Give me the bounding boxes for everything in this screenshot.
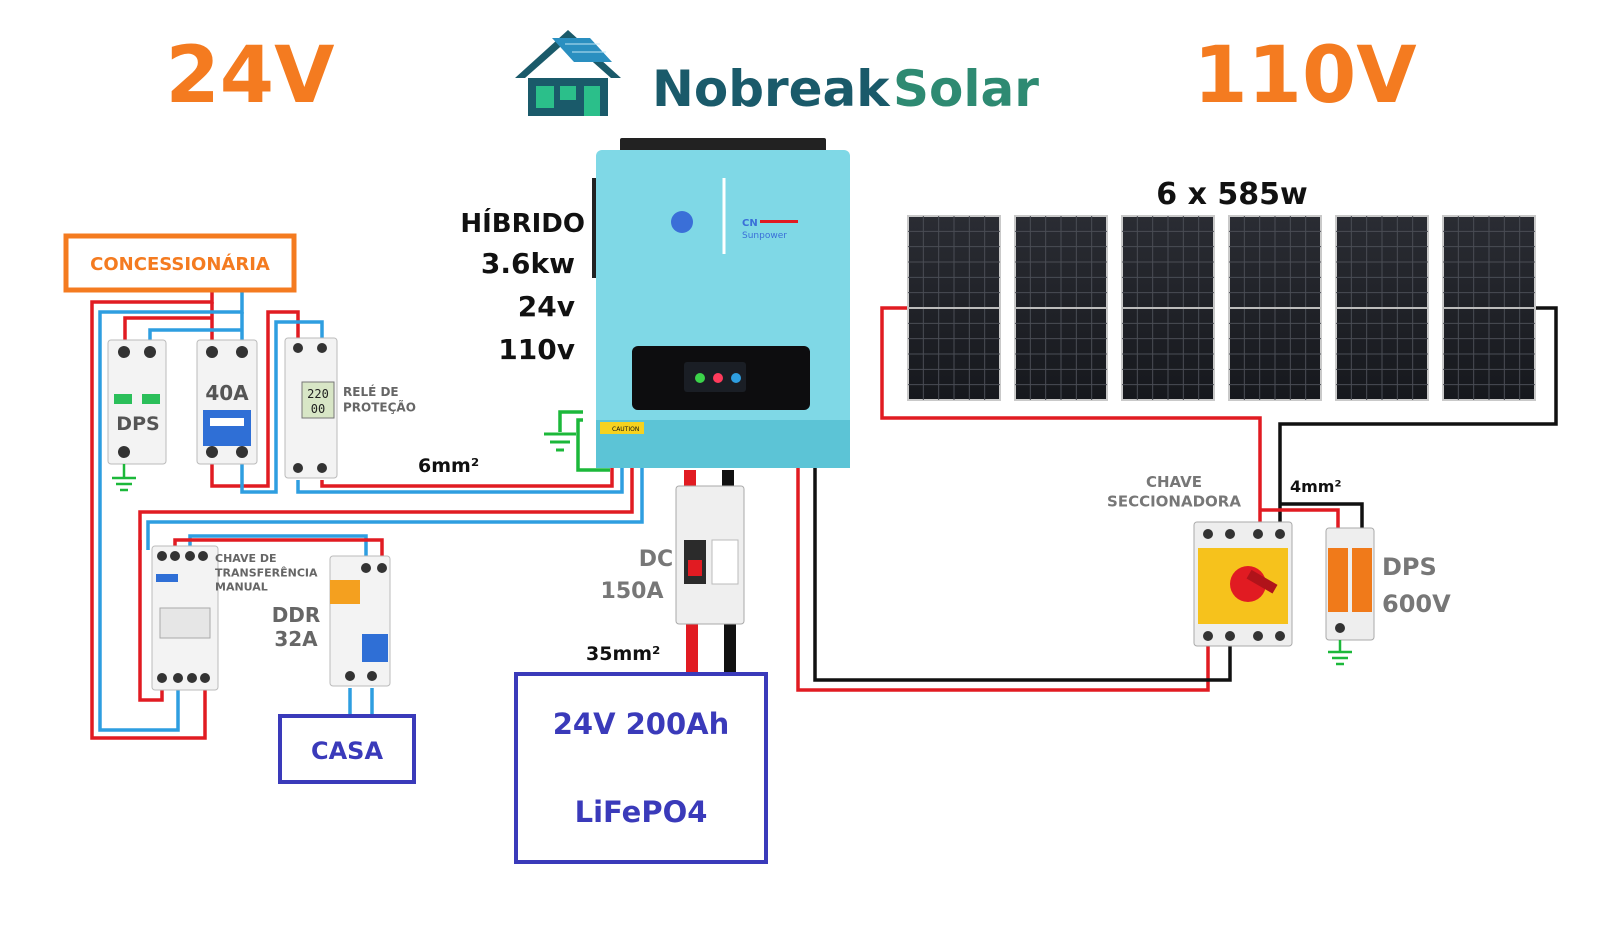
inverter-brand-name: Sunpower — [742, 231, 787, 241]
battery-capacity-label: 24V 200Ah — [553, 707, 730, 741]
ddr-rating-label: 32A — [274, 627, 318, 651]
hybrid-inverter: CN Sunpower CAUTION — [592, 138, 850, 468]
ground-icon — [544, 432, 576, 452]
transfer-switch-device — [151, 545, 219, 691]
dps-right-device — [1325, 527, 1375, 641]
ddr-name-label: DDR — [272, 603, 321, 627]
inverter-dc-voltage-label: 24v — [518, 290, 575, 323]
house-logo-icon — [515, 30, 621, 116]
inverter-ac-voltage-label: 110v — [498, 333, 575, 366]
relay-display-top: 220 — [307, 387, 329, 401]
battery-chemistry-label: LiFePO4 — [575, 795, 708, 829]
panels-label: 6 x 585w — [1156, 177, 1307, 212]
solar-panel — [1014, 215, 1108, 401]
inverter-type-label: HÍBRIDO — [460, 207, 585, 239]
ground-icon — [112, 464, 136, 492]
solar-panel — [907, 215, 1001, 401]
ac-wire-gauge-label: 6mm² — [418, 455, 479, 477]
inverter-warning-tag: CAUTION — [612, 426, 639, 433]
house-label: CASA — [311, 737, 383, 765]
disconnect-switch-device — [1193, 521, 1293, 647]
protection-relay-device — [284, 337, 338, 479]
inverter-brand-prefix: CN — [742, 218, 758, 229]
dc-breaker-device — [675, 485, 745, 625]
house-box — [278, 714, 416, 784]
ddr-device — [329, 555, 391, 687]
solar-panel — [1442, 215, 1536, 401]
inverter-power-label: 3.6kw — [481, 247, 575, 280]
relay-display-bottom: 00 — [311, 402, 325, 416]
dps-left-device — [107, 339, 167, 465]
pv-wire-gauge-label: 4mm² — [1290, 477, 1341, 496]
solar-panel — [1228, 215, 1322, 401]
utility-box — [63, 233, 297, 293]
utility-label: CONCESSIONÁRIA — [90, 253, 270, 275]
solar-panel — [1335, 215, 1429, 401]
brand-word-2: Solar — [893, 60, 1039, 118]
battery-wire-gauge-label: 35mm² — [586, 643, 660, 665]
inverter-logo-icon — [671, 211, 693, 233]
brand-word-1: Nobreak — [652, 60, 891, 118]
dc-breaker-name: DC — [639, 547, 673, 572]
solar-panels — [907, 215, 1536, 401]
breaker-40a-device — [196, 339, 258, 465]
wires — [90, 292, 1558, 740]
breaker-40a-label: 40A — [205, 381, 249, 405]
battery-box — [514, 672, 768, 864]
solar-panel — [1121, 215, 1215, 401]
dps-left-label: DPS — [116, 413, 159, 435]
right-voltage-title: 110V — [1193, 31, 1416, 121]
left-voltage-title: 24V — [166, 31, 335, 121]
dps-right-name: DPS — [1382, 553, 1437, 581]
dc-breaker-rating: 150A — [601, 579, 664, 604]
dps-right-rating: 600V — [1382, 590, 1451, 618]
ground-icon — [1328, 640, 1352, 666]
